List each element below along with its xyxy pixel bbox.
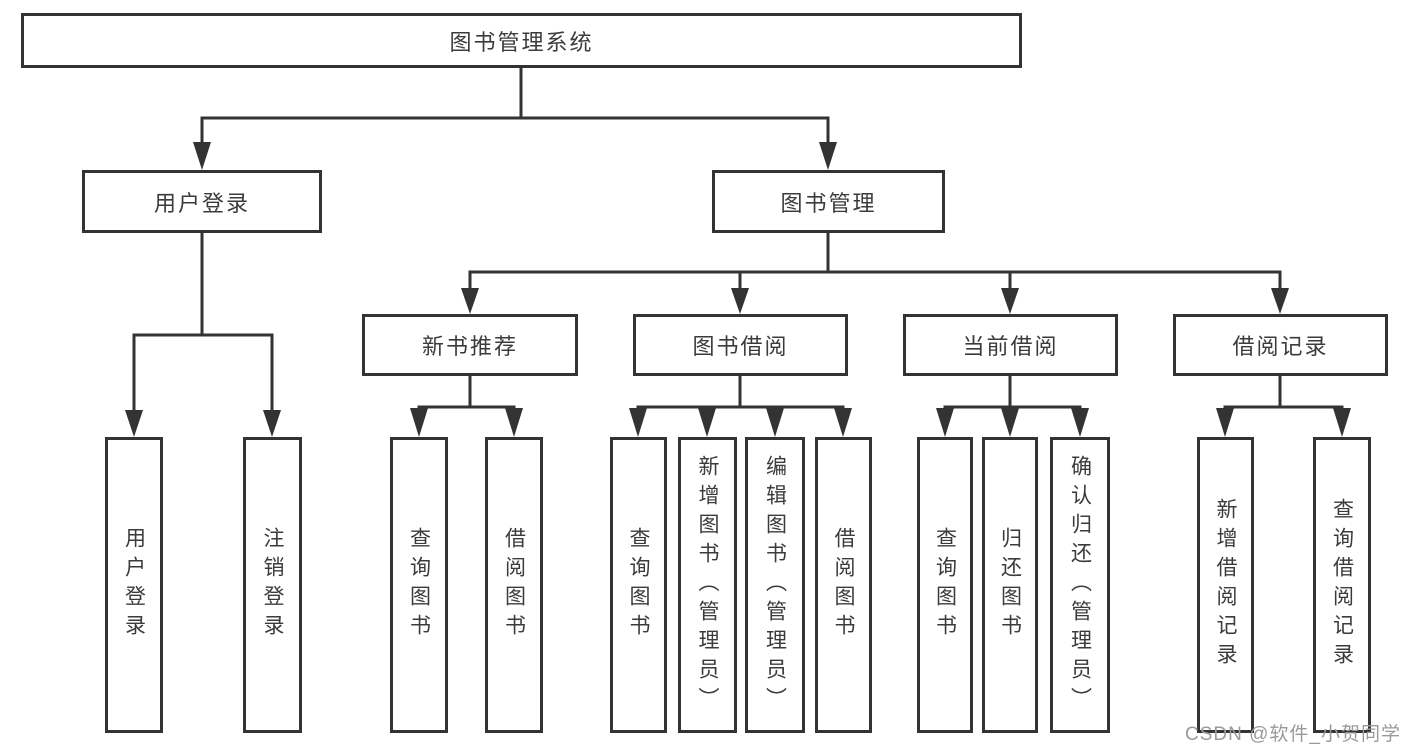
leaf-query-books-current: 查询图书	[917, 437, 973, 733]
leaf-confirm-return-admin: 确认归还（管理员）	[1050, 437, 1110, 733]
leaf-user-login: 用户登录	[105, 437, 163, 733]
leaf-edit-books-admin: 编辑图书（管理员）	[745, 437, 805, 733]
node-borrowing-records: 借阅记录	[1173, 314, 1388, 376]
node-user-login: 用户登录	[82, 170, 322, 233]
node-book-management: 图书管理	[712, 170, 945, 233]
leaf-query-books-recommend: 查询图书	[390, 437, 448, 733]
leaf-add-books-admin: 新增图书（管理员）	[678, 437, 737, 733]
leaf-query-borrow-record: 查询借阅记录	[1313, 437, 1371, 733]
leaf-query-books-borrow: 查询图书	[610, 437, 667, 733]
leaf-borrow-books: 借阅图书	[815, 437, 872, 733]
node-root-system: 图书管理系统	[21, 13, 1022, 68]
leaf-return-books: 归还图书	[982, 437, 1038, 733]
csdn-watermark: CSDN @软件_小贺同学	[1185, 724, 1401, 745]
leaf-logout: 注销登录	[243, 437, 302, 733]
leaf-add-borrow-record: 新增借阅记录	[1197, 437, 1254, 733]
node-new-book-recommendation: 新书推荐	[362, 314, 578, 376]
node-current-borrowing: 当前借阅	[903, 314, 1118, 376]
node-book-borrowing: 图书借阅	[633, 314, 848, 376]
leaf-borrow-books-recommend: 借阅图书	[485, 437, 543, 733]
